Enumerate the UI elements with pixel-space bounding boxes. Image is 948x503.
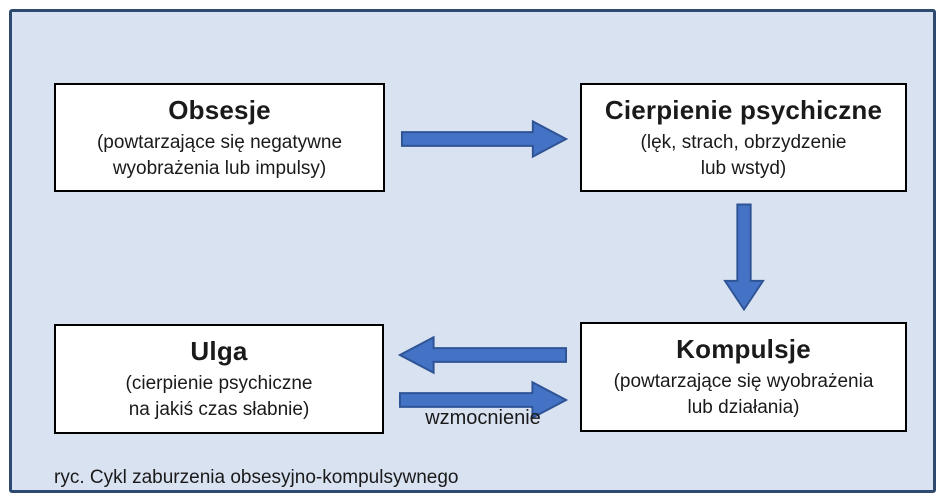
- diagram-frame: Obsesje (powtarzające się negatywne wyob…: [9, 9, 936, 493]
- box-cierpienie-psychiczne: Cierpienie psychiczne (lęk, strach, obrz…: [580, 83, 907, 192]
- box-obsesje-subtitle-line1: (powtarzające się negatywne: [96, 131, 343, 153]
- box-kompulsje-subtitle-line1: (powtarzające się wyobrażenia: [613, 371, 874, 392]
- figure-caption: ryc. Cykl zaburzenia obsesyjno-kompulsyw…: [54, 467, 459, 488]
- arrow-ulga-to-kompulsje-icon: [398, 380, 568, 420]
- arrow-cierpienie-to-kompulsje-icon: [723, 203, 765, 312]
- box-kompulsje: Kompulsje (powtarzające się wyobrażenia …: [580, 322, 907, 432]
- box-ulga-title: Ulga: [190, 336, 248, 366]
- box-ulga-subtitle-line2: na jakiś czas słabnie): [128, 399, 310, 420]
- box-ulga: Ulga (cierpienie psychiczne na jakiś cza…: [54, 324, 384, 434]
- box-obsesje: Obsesje (powtarzające się negatywne wyob…: [54, 83, 385, 192]
- down-arrow-icon: [723, 203, 765, 312]
- box-cierpienie-subtitle-line1: (lęk, strach, obrzydzenie: [640, 131, 847, 153]
- arrow-kompulsje-to-ulga-icon: [398, 335, 568, 375]
- box-kompulsje-title: Kompulsje: [676, 334, 811, 364]
- arrow-obsesje-to-cierpienie-icon: [400, 119, 568, 159]
- right-arrow-icon: [400, 119, 568, 159]
- box-obsesje-title: Obsesje: [168, 94, 271, 125]
- reinforcement-label: wzmocnienie: [425, 407, 541, 429]
- box-cierpienie-subtitle-line2: lub wstyd): [700, 157, 787, 179]
- box-kompulsje-subtitle-line2: lub działania): [687, 397, 800, 418]
- box-cierpienie-title: Cierpienie psychiczne: [604, 94, 883, 125]
- right-arrow-icon: [398, 380, 568, 420]
- left-arrow-icon: [398, 335, 568, 375]
- box-ulga-subtitle-line1: (cierpienie psychiczne: [125, 373, 313, 394]
- box-obsesje-subtitle-line2: wyobrażenia lub impulsy): [112, 157, 327, 179]
